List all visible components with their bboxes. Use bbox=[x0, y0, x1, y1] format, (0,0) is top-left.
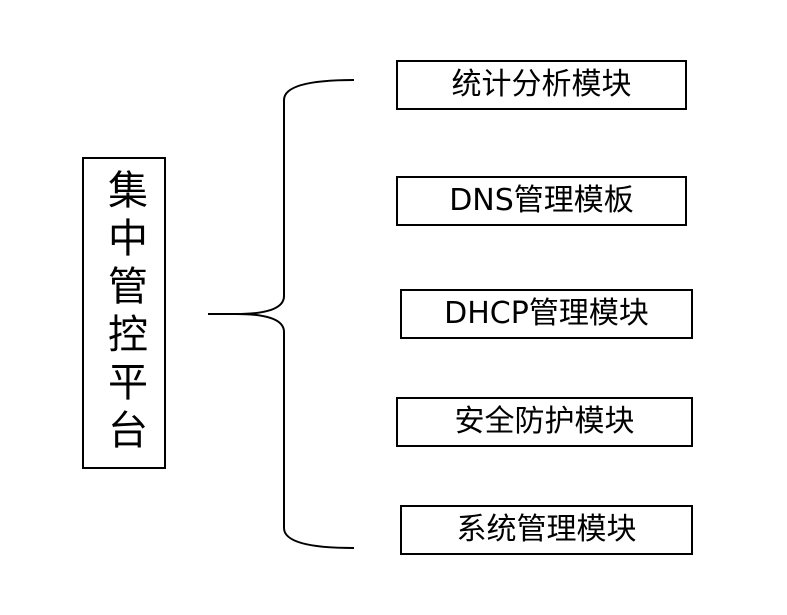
root-node-label: 集中管控平台 bbox=[101, 169, 147, 457]
brace-path bbox=[208, 79, 355, 549]
module-box-dns-management: DNS管理模板 bbox=[396, 176, 687, 226]
module-label: DNS管理模板 bbox=[449, 183, 634, 218]
root-node-box: 集中管控平台 bbox=[82, 157, 166, 469]
module-label: 统计分析模块 bbox=[451, 67, 632, 102]
module-label: 安全防护模块 bbox=[454, 404, 635, 439]
module-box-stats-analysis: 统计分析模块 bbox=[396, 60, 687, 110]
module-box-system-management: 系统管理模块 bbox=[400, 505, 693, 555]
module-box-dhcp-management: DHCP管理模块 bbox=[400, 289, 693, 339]
module-label: DHCP管理模块 bbox=[444, 296, 649, 331]
module-box-security-protection: 安全防护模块 bbox=[396, 397, 693, 447]
module-label: 系统管理模块 bbox=[456, 512, 637, 547]
